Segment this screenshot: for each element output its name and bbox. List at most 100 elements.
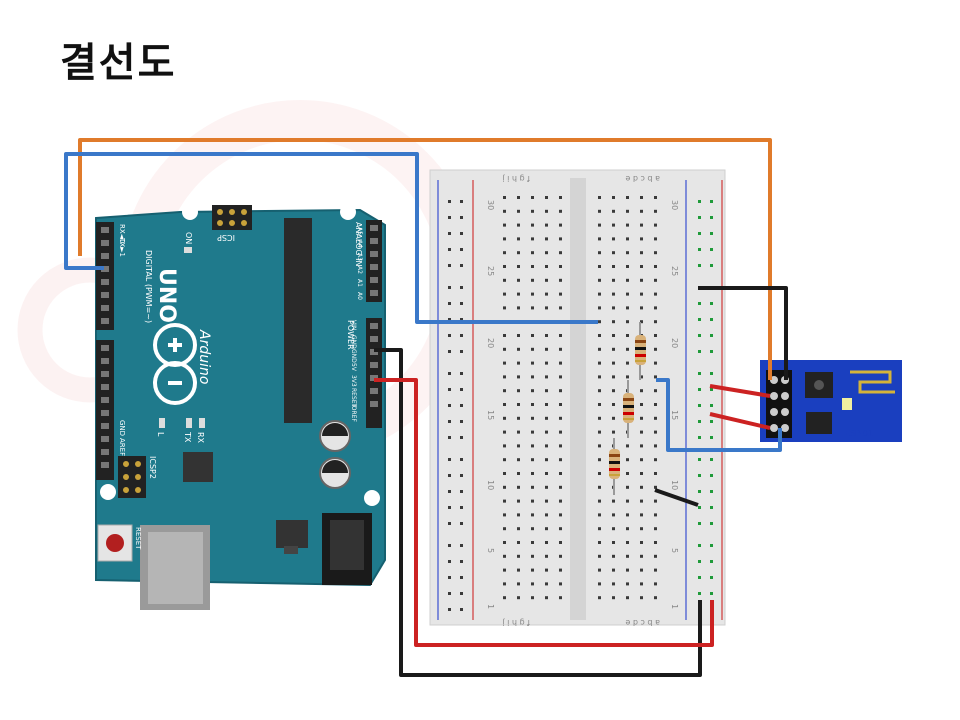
breadboard-hole <box>626 278 629 282</box>
breadboard-hole <box>640 485 643 489</box>
breadboard-hole <box>612 389 615 393</box>
breadboard-hole <box>559 568 562 572</box>
breadboard-hole <box>559 347 562 351</box>
breadboard-hole <box>640 237 643 241</box>
aref-label: AREF <box>118 438 126 456</box>
breadboard-hole <box>545 430 548 434</box>
breadboard-hole <box>612 596 615 600</box>
breadboard-hole <box>531 541 534 544</box>
breadboard-hole <box>710 560 713 563</box>
breadboard-hole <box>460 522 463 525</box>
breadboard-hole <box>654 251 657 255</box>
breadboard-hole <box>531 306 534 310</box>
breadboard-hole <box>448 560 451 563</box>
breadboard-hole <box>545 403 548 406</box>
breadboard-hole <box>531 403 534 406</box>
breadboard-hole <box>640 499 643 503</box>
breadboard-hole <box>460 232 463 235</box>
breadboard-hole <box>559 430 562 434</box>
breadboard-hole <box>698 264 701 267</box>
breadboard-hole <box>559 403 562 406</box>
breadboard-hole <box>545 472 548 475</box>
breadboard-hole <box>626 292 629 296</box>
breadboard-hole <box>654 361 657 365</box>
icsp-header <box>212 205 252 230</box>
analog-pin-a0: A0 <box>356 292 363 300</box>
breadboard-hole <box>598 416 601 420</box>
breadboard-hole <box>626 541 629 544</box>
breadboard-hole <box>559 292 562 296</box>
tx-label: TX <box>183 431 192 443</box>
breadboard-hole <box>612 320 615 324</box>
breadboard-hole <box>517 334 520 337</box>
breadboard-hole <box>710 216 713 219</box>
breadboard-hole <box>545 209 548 213</box>
wires <box>64 138 788 677</box>
power-pin-gnd2: GND <box>350 349 357 363</box>
breadboard-hole <box>448 576 451 579</box>
breadboard-hole <box>698 506 701 509</box>
tx1-label: TX►1 <box>118 237 126 257</box>
breadboard-hole <box>460 404 463 407</box>
breadboard-hole <box>545 347 548 351</box>
breadboard-hole <box>503 568 506 572</box>
power-pin-3v3: 3V3 <box>350 375 357 387</box>
breadboard-hole <box>626 209 629 213</box>
breadboard-hole <box>654 472 657 475</box>
breadboard-hole <box>654 320 657 324</box>
breadboard-hole <box>503 485 506 489</box>
breadboard-hole <box>698 474 701 477</box>
breadboard-hole <box>640 416 643 420</box>
breadboard-hole <box>531 416 534 420</box>
breadboard-hole <box>654 527 657 531</box>
breadboard-hole <box>517 485 520 489</box>
breadboard-hole <box>626 472 629 475</box>
breadboard-hole <box>654 375 657 379</box>
breadboard-hole <box>654 292 657 296</box>
breadboard-hole <box>640 251 643 255</box>
breadboard-hole <box>531 513 534 517</box>
breadboard-hole <box>448 506 451 509</box>
arduino-label: Arduino <box>196 329 212 384</box>
breadboard-hole <box>559 251 562 255</box>
breadboard-hole <box>517 389 520 393</box>
breadboard-hole <box>503 278 506 282</box>
breadboard-hole <box>640 403 643 406</box>
breadboard-hole <box>598 472 601 475</box>
breadboard-hole <box>503 430 506 434</box>
breadboard-hole <box>612 265 615 268</box>
breadboard-hole <box>626 196 629 199</box>
breadboard-hole <box>640 513 643 517</box>
breadboard-hole <box>698 560 701 563</box>
row-label: 20 <box>670 338 679 348</box>
breadboard-hole <box>503 541 506 544</box>
digital-header <box>96 222 114 330</box>
breadboard-hole <box>460 200 463 203</box>
breadboard-hole <box>654 582 657 586</box>
breadboard-hole <box>460 372 463 375</box>
breadboard-hole <box>710 420 713 423</box>
analog-pin-a4: A4 <box>356 240 363 248</box>
breadboard-hole <box>654 306 657 310</box>
arduino-logo <box>153 323 197 405</box>
breadboard-hole <box>531 265 534 268</box>
breadboard-hole <box>545 582 548 586</box>
breadboard-hole <box>640 223 643 227</box>
analog-pin-a2: A2 <box>356 266 363 274</box>
breadboard-hole <box>710 436 713 439</box>
breadboard-hole <box>640 568 643 572</box>
breadboard-hole <box>710 388 713 391</box>
breadboard-hole <box>545 458 548 462</box>
row-label: 10 <box>670 480 679 490</box>
breadboard-hole <box>559 458 562 462</box>
breadboard-hole <box>626 237 629 241</box>
breadboard-hole <box>460 592 463 595</box>
breadboard-hole <box>654 596 657 600</box>
breadboard-hole <box>503 347 506 351</box>
breadboard-hole <box>545 596 548 600</box>
breadboard-hole <box>598 403 601 406</box>
breadboard-hole <box>710 302 713 305</box>
rx-label: RX <box>196 432 205 444</box>
breadboard-hole <box>460 302 463 305</box>
breadboard-hole <box>448 318 451 321</box>
